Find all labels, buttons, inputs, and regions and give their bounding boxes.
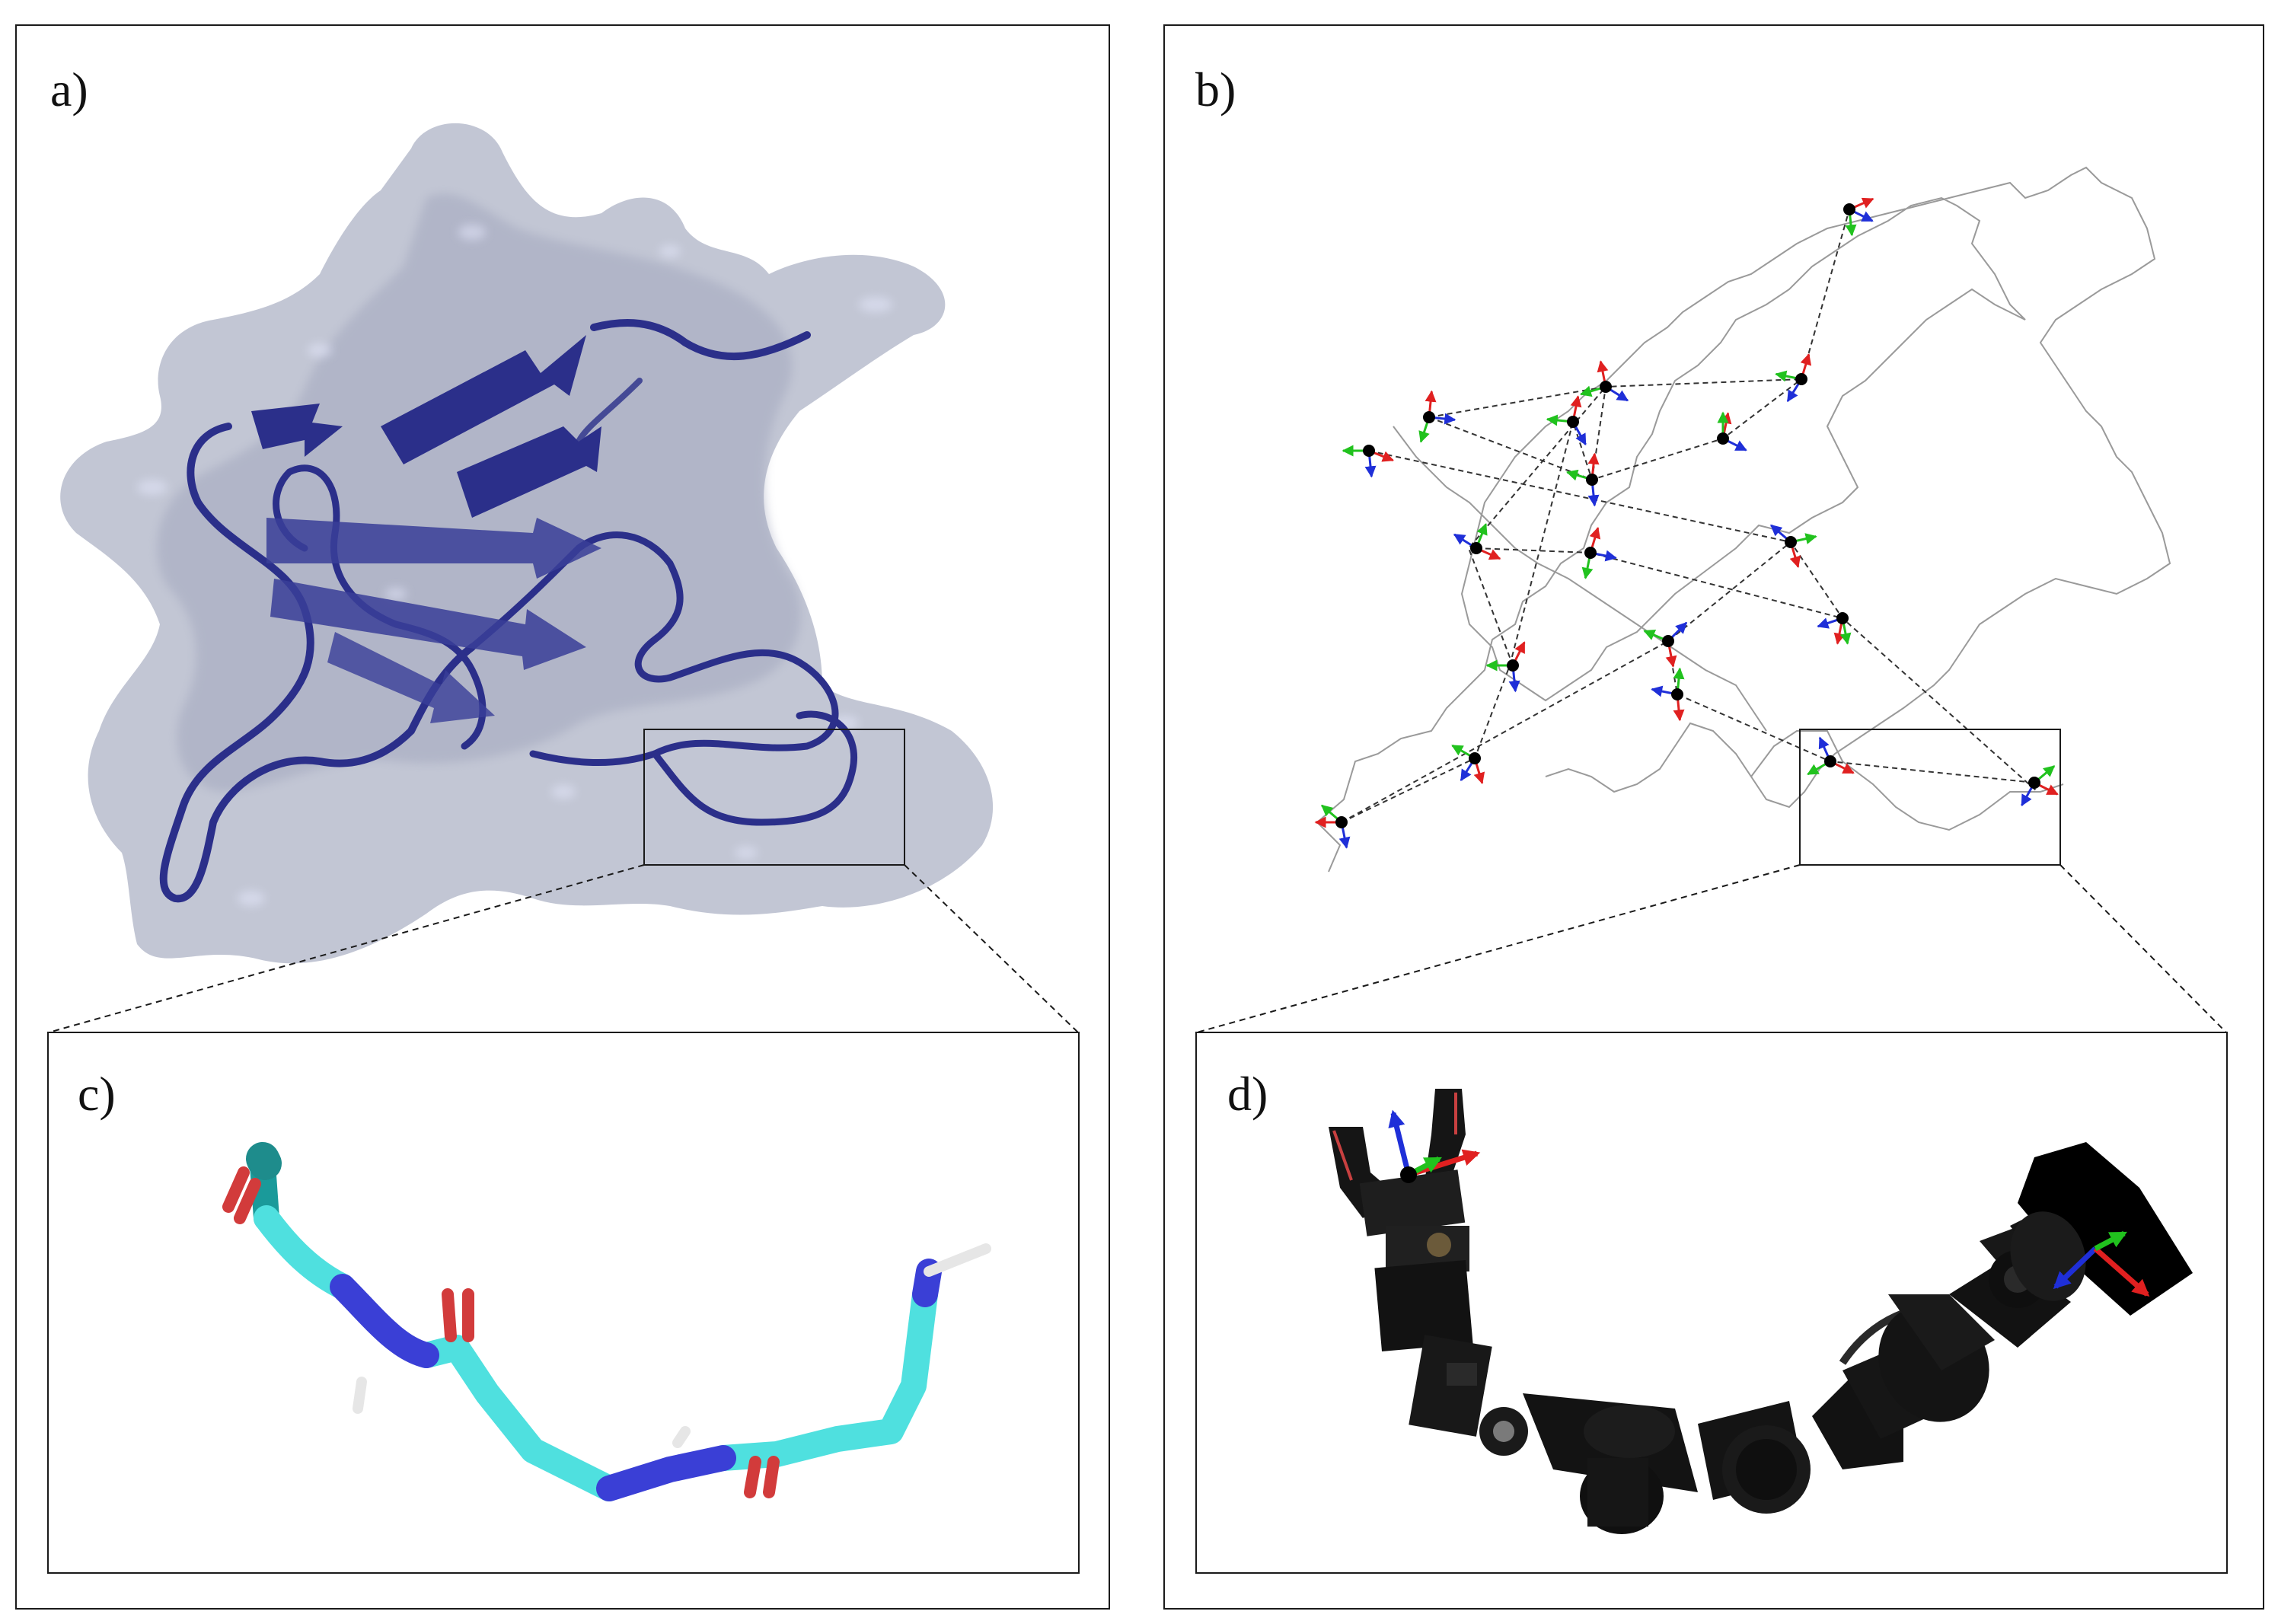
coordinate-frame	[1717, 411, 1747, 451]
coordinate-frame	[1485, 641, 1526, 693]
coordinate-frame	[1342, 445, 1394, 478]
frame-origin	[1843, 203, 1855, 215]
coordinate-frame	[1565, 452, 1600, 507]
panel-a-zoom-box	[643, 729, 905, 866]
protein-beta-strands	[251, 335, 601, 723]
coordinate-frame	[1581, 526, 1617, 579]
panel-c-label: c)	[78, 1067, 116, 1121]
coordinate-frame	[1314, 804, 1351, 849]
frame-origin	[1662, 635, 1674, 647]
coordinate-frame	[1843, 197, 1874, 237]
robot-frame-gripper	[1388, 1109, 1481, 1183]
coordinate-frame	[1579, 360, 1629, 402]
coordinate-frame	[1418, 390, 1456, 443]
coordinate-frame	[1770, 524, 1817, 569]
robot-arm	[1329, 1089, 2193, 1534]
coordinate-frame	[1807, 736, 1855, 776]
coordinate-frame	[2021, 765, 2059, 807]
frame-origin	[1335, 816, 1348, 828]
coordinate-frames	[1314, 197, 2059, 849]
frame-origin	[1469, 752, 1481, 764]
frame-origin	[1824, 755, 1836, 767]
frame-origin	[1785, 536, 1797, 548]
coordinate-frame	[1643, 621, 1688, 668]
panel-a-zoom-line-right	[904, 864, 1079, 1033]
panel-d-label: d)	[1227, 1067, 1268, 1121]
panel-b-label: b)	[1195, 62, 1236, 116]
frame-origin	[1363, 445, 1375, 457]
frame-origin	[1600, 381, 1612, 393]
panel-b-zoom-line-right	[2059, 864, 2227, 1033]
frame-origin	[1795, 373, 1807, 385]
panel-a-label: a)	[50, 62, 88, 116]
frame-origin	[1717, 432, 1729, 445]
backbone-trace	[1316, 166, 2171, 873]
frame-origin	[1586, 474, 1598, 486]
stick-model	[222, 1142, 991, 1501]
frame-origin	[1507, 659, 1519, 672]
frame-origin	[1584, 547, 1597, 559]
frame-origin	[1567, 416, 1579, 428]
coordinate-frame	[1651, 667, 1685, 722]
robot-frame-camera	[2053, 1230, 2150, 1297]
coordinate-frame	[1451, 744, 1485, 785]
coordinate-frame	[1546, 395, 1587, 446]
panel-b-zoom-line-left	[1196, 864, 1801, 1033]
frame-origin	[1470, 542, 1482, 554]
panel-a-zoom-line-left	[48, 864, 645, 1033]
panel-c-frame	[47, 1032, 1080, 1574]
frame-origin	[1836, 612, 1849, 624]
frame-origin	[1671, 688, 1683, 700]
coordinate-frame	[1453, 523, 1501, 560]
frame-origin	[2028, 777, 2040, 789]
coordinate-frame	[1775, 353, 1812, 403]
protein-ribbon	[159, 319, 857, 903]
frame-links	[1341, 209, 2037, 823]
coordinate-frame	[1817, 612, 1852, 645]
panel-b-zoom-box	[1799, 729, 2061, 866]
frame-origin	[1423, 411, 1435, 423]
